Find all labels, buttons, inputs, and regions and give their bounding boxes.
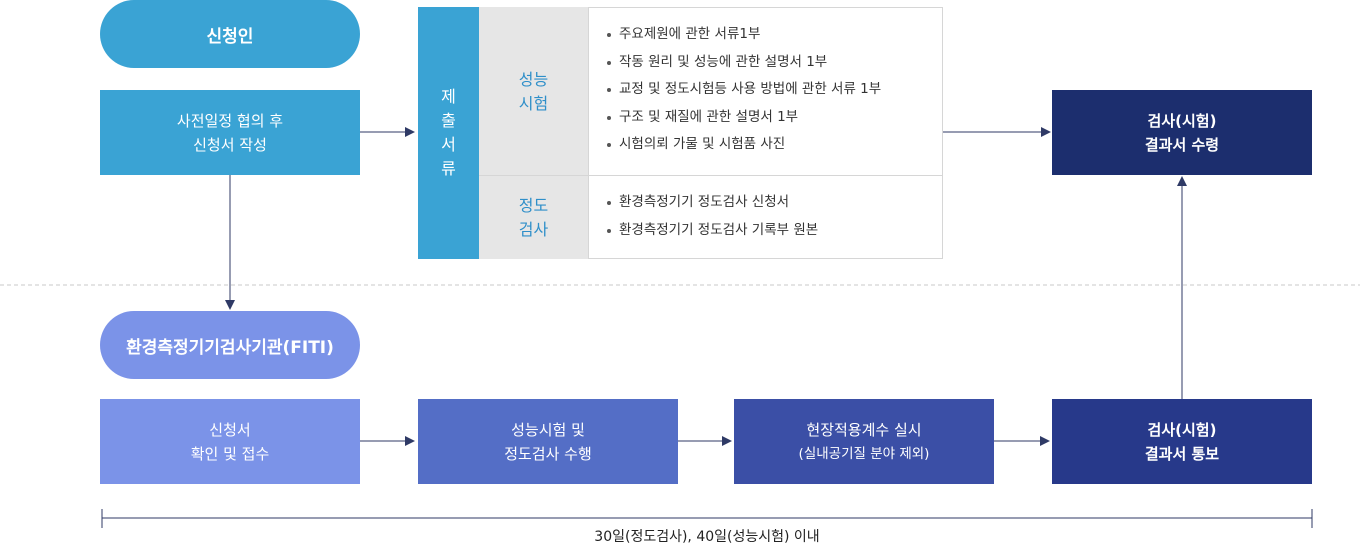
receive-line1: 검사(시험) bbox=[1147, 111, 1217, 130]
performance-item-1: 주요제원에 관한 서류1부 bbox=[605, 21, 935, 49]
doc-label-char-2: 출 bbox=[441, 111, 456, 130]
applicant-title: 신청인 bbox=[206, 26, 254, 47]
step2-line1: 성능시험 및 bbox=[511, 420, 585, 439]
doc-label-char-4: 류 bbox=[441, 159, 456, 178]
step2-line2: 정도검사 수행 bbox=[504, 444, 592, 463]
row-divider bbox=[479, 175, 943, 176]
accuracy-category: 정도 검사 bbox=[479, 176, 589, 259]
accuracy-item-1: 환경측정기기 정도검사 신청서 bbox=[605, 189, 935, 217]
performance-item-5: 시험의뢰 가물 및 시험품 사진 bbox=[605, 131, 935, 159]
doc-label-char-1: 제 bbox=[441, 87, 456, 106]
step1-line1: 신청서 bbox=[209, 420, 251, 439]
applicant-pill: 신청인 bbox=[100, 0, 360, 68]
step-notify-box: 검사(시험) 결과서 통보 bbox=[1052, 399, 1312, 484]
step3-line2: (실내공기질 분야 제외) bbox=[798, 445, 930, 462]
fiti-pill: 환경측정기기검사기관(FITI) bbox=[100, 311, 360, 379]
apply-step-line2: 신청서 작성 bbox=[193, 135, 267, 154]
performance-item-3: 교정 및 정도시험등 사용 방법에 관한 서류 1부 bbox=[605, 76, 935, 104]
accuracy-items: 환경측정기기 정도검사 신청서 환경측정기기 정도검사 기록부 원본 bbox=[605, 189, 935, 244]
period-label: 30일(정도검사), 40일(성능시험) 이내 bbox=[594, 529, 820, 545]
step-test-box: 성능시험 및 정도검사 수행 bbox=[418, 399, 678, 484]
receive-line2: 결과서 수령 bbox=[1144, 135, 1220, 154]
step4-line2: 결과서 통보 bbox=[1144, 444, 1220, 463]
accuracy-item-2: 환경측정기기 정도검사 기록부 원본 bbox=[605, 217, 935, 245]
fiti-title: 환경측정기기검사기관(FITI) bbox=[126, 337, 334, 358]
apply-step-line1: 사전일정 협의 후 bbox=[176, 111, 284, 130]
documents-table: 제 출 서 류 성능 시험 주요제원에 관한 서류1부 작동 원리 및 성능에 … bbox=[418, 7, 943, 259]
accuracy-label-1: 정도 bbox=[518, 195, 549, 215]
performance-category: 성능 시험 bbox=[479, 7, 589, 176]
performance-items: 주요제원에 관한 서류1부 작동 원리 및 성능에 관한 설명서 1부 교정 및… bbox=[605, 21, 935, 159]
performance-label-1: 성능 bbox=[518, 69, 549, 89]
step-receipt-box: 신청서 확인 및 접수 bbox=[100, 399, 360, 484]
doc-label-char-3: 서 bbox=[441, 135, 456, 154]
performance-item-2: 작동 원리 및 성능에 관한 설명서 1부 bbox=[605, 49, 935, 77]
performance-label-2: 시험 bbox=[518, 93, 549, 113]
step4-line1: 검사(시험) bbox=[1147, 420, 1217, 439]
documents-column-label: 제 출 서 류 bbox=[418, 7, 479, 259]
accuracy-label-2: 검사 bbox=[518, 219, 549, 239]
performance-item-4: 구조 및 재질에 관한 설명서 1부 bbox=[605, 104, 935, 132]
step1-line2: 확인 및 접수 bbox=[190, 444, 270, 463]
step-field-box: 현장적용계수 실시 (실내공기질 분야 제외) bbox=[734, 399, 994, 484]
apply-step-box: 사전일정 협의 후 신청서 작성 bbox=[100, 90, 360, 175]
step3-line1: 현장적용계수 실시 bbox=[806, 420, 922, 439]
receive-result-box: 검사(시험) 결과서 수령 bbox=[1052, 90, 1312, 175]
